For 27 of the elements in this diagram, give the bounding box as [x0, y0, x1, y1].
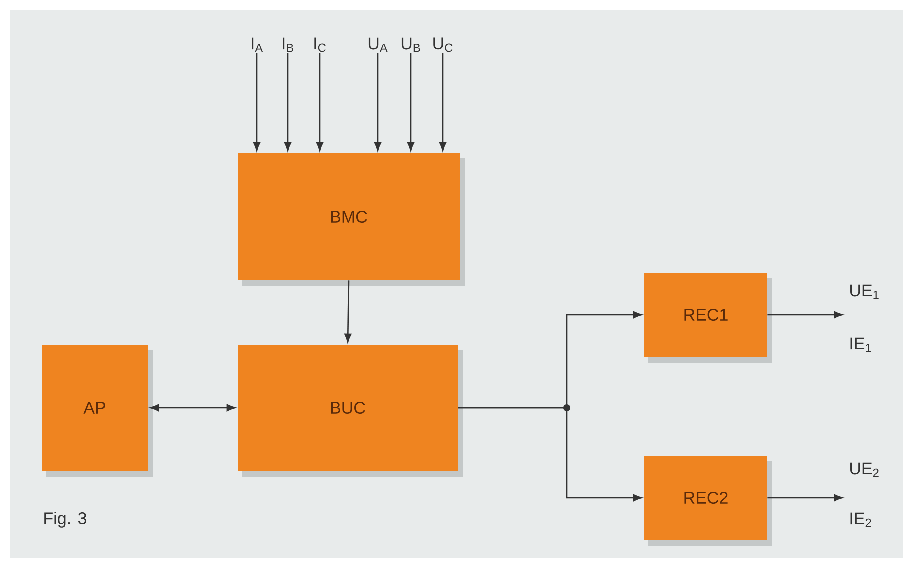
signal-label: IE$_{1}$ — [850, 338, 872, 352]
arrow — [439, 53, 447, 152]
arrow — [344, 280, 352, 343]
signal-label: I$_{A}$ — [252, 38, 264, 52]
block-box: BUC — [238, 345, 463, 477]
block-box: REC2 — [644, 456, 772, 546]
arrow — [150, 404, 236, 412]
arrow — [253, 53, 261, 152]
signal-label: U$_{B}$ — [402, 38, 420, 52]
signal-label: Fig. 3 — [44, 512, 87, 528]
signal-label: IE$_{2}$ — [850, 512, 872, 528]
signal-label: UE$_{1}$ — [850, 284, 879, 300]
block-box: BMC — [238, 154, 465, 286]
signal-label: U$_{C}$ — [434, 38, 453, 52]
signal-label: I$_{B}$ — [283, 38, 294, 52]
arrow — [374, 53, 382, 152]
arrow — [768, 494, 843, 502]
signal-label: UE$_{2}$ — [850, 462, 879, 478]
block-box: REC1 — [644, 273, 772, 363]
signal-label: U$_{A}$ — [368, 38, 388, 52]
arrow — [458, 407, 642, 502]
arrow — [407, 53, 415, 152]
arrow — [768, 311, 843, 319]
arrow — [316, 53, 324, 152]
signal-label: I$_{C}$ — [314, 38, 326, 52]
arrow — [284, 53, 292, 152]
block-box: AP — [42, 345, 153, 477]
